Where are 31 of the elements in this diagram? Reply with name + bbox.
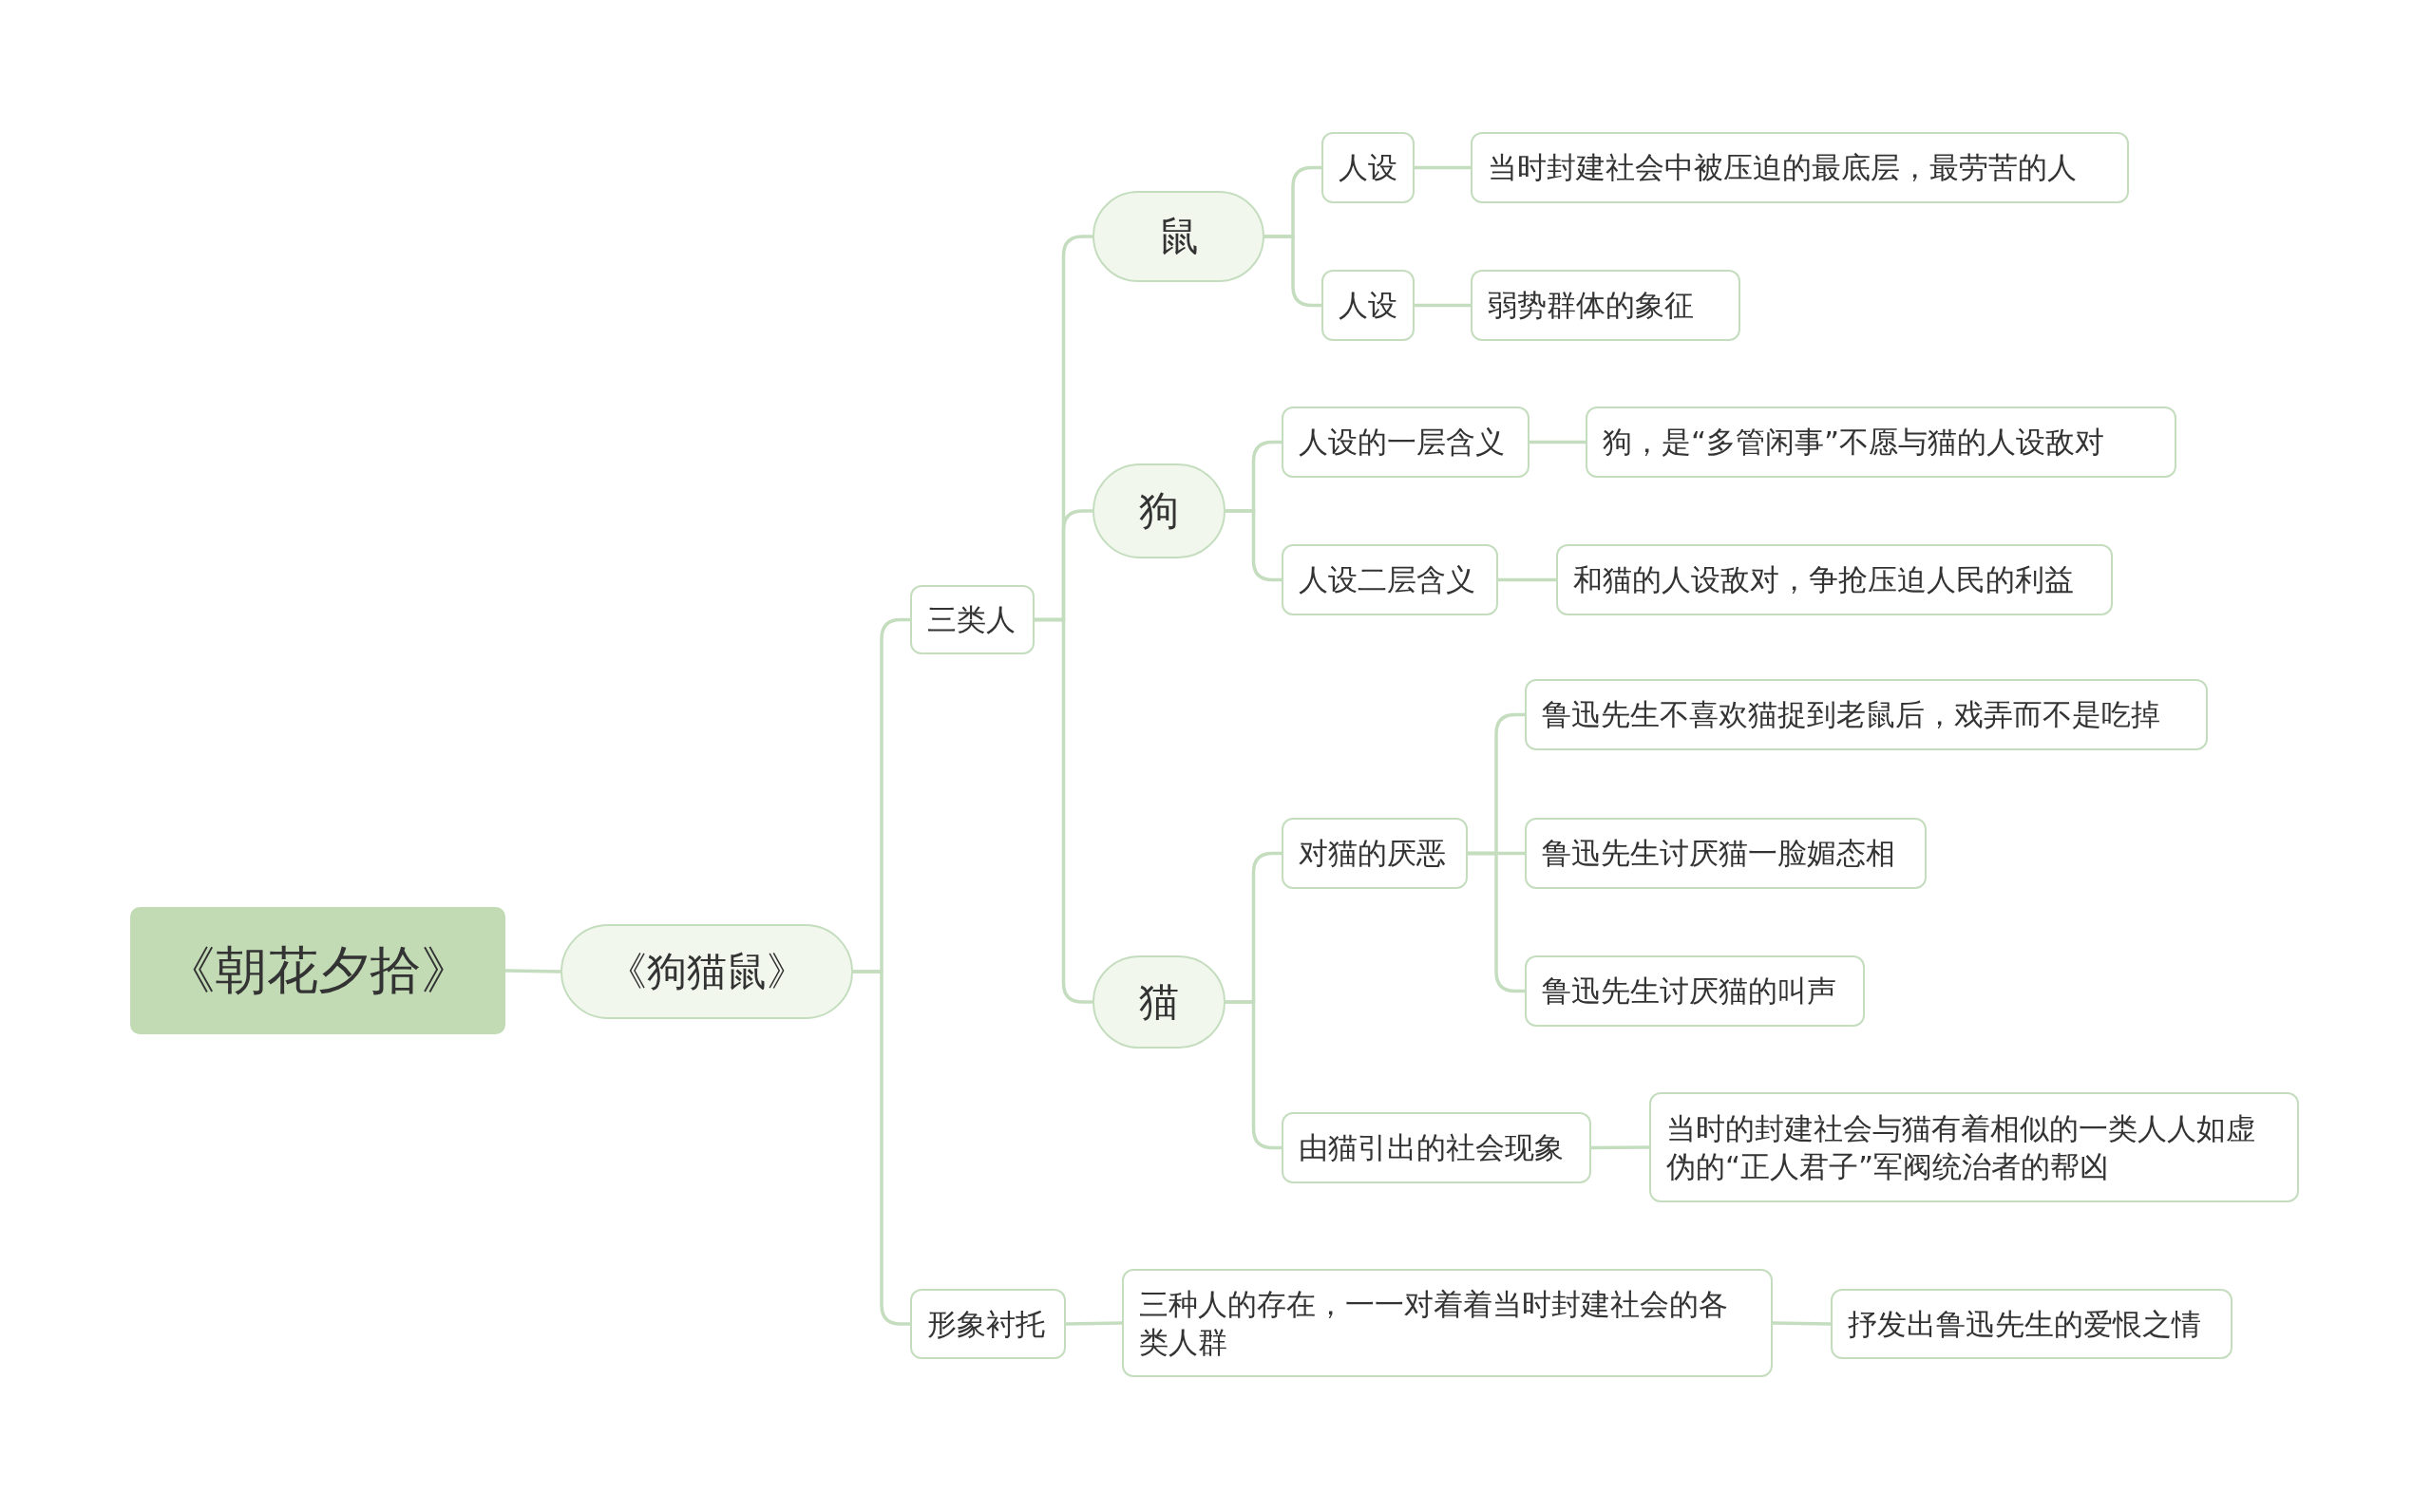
topic-box: 当时封建社会中被压迫的最底层，最劳苦的人 (1471, 132, 2129, 203)
connector-line (1415, 165, 1471, 170)
topic-box: 人设的一层含义 (1282, 406, 1530, 478)
topic-box: 和猫的人设敌对，争抢压迫人民的利益 (1556, 544, 2113, 615)
topic-box: 由猫引出的社会现象 (1282, 1112, 1591, 1183)
topic-box: 抒发出鲁迅先生的爱恨之情 (1831, 1289, 2232, 1359)
connector-line (1415, 303, 1471, 308)
connector-line (1772, 1321, 1832, 1326)
topic-box: 人设 (1321, 270, 1415, 341)
topic-pill: 鼠 (1092, 191, 1264, 282)
topic-box: 形象衬托 (910, 1289, 1066, 1359)
topic-box: 三种人的存在，一一对着着当时封建社会的各类人群 (1122, 1269, 1773, 1377)
topic-pill: 《狗猫鼠》 (560, 924, 853, 1019)
topic-box: 三类人 (910, 585, 1035, 654)
connector-line (1591, 1145, 1649, 1150)
topic-box: 人设二层含义 (1282, 544, 1498, 615)
topic-box: 人设 (1321, 132, 1415, 203)
connector-line (1498, 577, 1556, 582)
topic-box: 鲁迅先生讨厌猫的叫声 (1525, 955, 1865, 1027)
root-topic: 《朝花夕拾》 (130, 907, 505, 1034)
topic-box: 弱势群体的象征 (1471, 270, 1740, 341)
topic-box: 鲁迅先生讨厌猫一脸媚态相 (1525, 818, 1927, 889)
topic-box: 当时的封建社会与猫有着相似的一类人人如虚伪的“正人君子”军阀统治者的帮凶 (1649, 1092, 2299, 1202)
topic-pill: 猫 (1092, 955, 1226, 1049)
connector-line (504, 969, 561, 973)
connector-line (1530, 440, 1586, 444)
topic-box: 狗，是“多管闲事”不愿与猫的人设敌对 (1586, 406, 2176, 478)
connector-line (1065, 1321, 1123, 1326)
topic-box: 鲁迅先生不喜欢猫捉到老鼠后，戏弄而不是吃掉 (1525, 679, 2208, 750)
topic-pill: 狗 (1092, 463, 1226, 558)
topic-box: 对猫的厌恶 (1282, 818, 1468, 889)
